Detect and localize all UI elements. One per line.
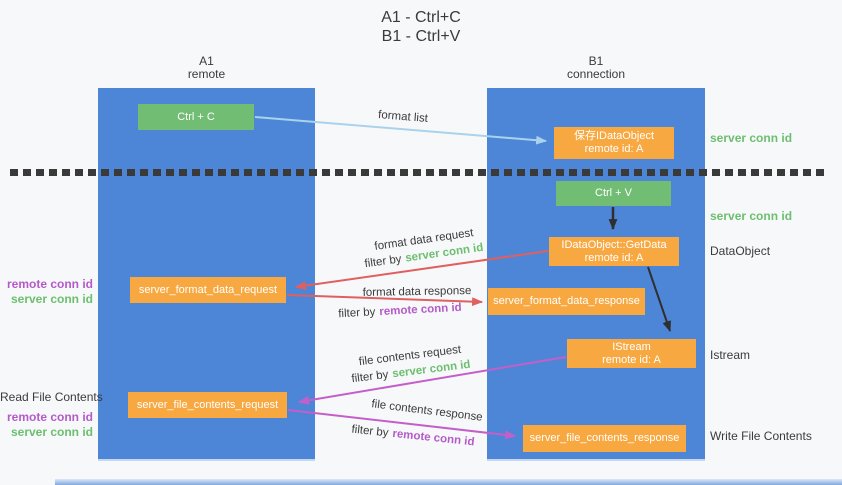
session-divider-dotted-line — [10, 169, 827, 176]
diagram-title: A1 - Ctrl+C B1 - Ctrl+V — [0, 8, 842, 46]
file-contents-response-text: file contents response — [370, 398, 484, 424]
server-file-contents-request-label: server_file_contents_request — [136, 398, 279, 411]
ctrl-c-label: Ctrl + C — [177, 110, 215, 123]
filter-by-text: filter by — [338, 306, 376, 321]
format-list-text: format list — [377, 109, 429, 125]
lane-b1-name: B1 — [588, 54, 604, 68]
server-file-contents-response-box: server_file_contents_response — [523, 425, 686, 452]
server-conn-id-label-left-bottom: server conn id — [10, 425, 93, 439]
conn-id-labels-bottom-left: remote conn id server conn id — [0, 410, 93, 440]
istream-line1: IStream — [612, 340, 651, 353]
lane-a1-name: A1 — [199, 54, 214, 68]
write-file-contents-label: Write File Contents — [710, 429, 812, 443]
server-format-data-response-label: server_format_data_response — [493, 295, 640, 307]
title-line-1: A1 - Ctrl+C — [381, 9, 461, 26]
lane-b1-subtitle: connection — [566, 67, 626, 81]
istream-line2: remote id: A — [602, 353, 661, 366]
title-line-2: B1 - Ctrl+V — [381, 28, 461, 45]
ctrl-v-label: Ctrl + V — [595, 187, 632, 199]
format-list-label: format list — [353, 106, 454, 128]
istream-box: IStream remote id: A — [567, 339, 696, 368]
server-conn-id-label-top-right: server conn id — [710, 131, 793, 145]
ctrl-c-box: Ctrl + C — [138, 104, 254, 130]
format-data-response-label: format data response — [347, 284, 487, 300]
idataobject-getdata-line2: remote id: A — [584, 251, 644, 264]
server-file-contents-response-label: server_file_contents_response — [529, 432, 680, 444]
istream-side-label: Istream — [710, 348, 751, 362]
remote-conn-id-text: remote conn id — [379, 301, 462, 319]
lane-header-b1: B1 connection — [487, 55, 705, 81]
file-contents-response-label: file contents response — [357, 396, 498, 427]
server-conn-id-label-left-top: server conn id — [10, 292, 93, 306]
idataobject-getdata-box: IDataObject::GetData remote id: A — [549, 237, 679, 266]
ctrl-v-box: Ctrl + V — [556, 181, 671, 206]
read-file-contents-label: Read File Contents — [0, 390, 103, 404]
remote-conn-id-label-left-bottom: remote conn id — [6, 410, 93, 424]
lane-a1-subtitle: remote — [187, 67, 226, 81]
save-idataobject-line1: 保存IDataObject — [573, 130, 655, 142]
format-data-response-text: format data response — [362, 285, 472, 299]
server-conn-id-label-mid-right: server conn id — [710, 209, 793, 223]
remote-conn-id-label-left-top: remote conn id — [6, 277, 93, 291]
save-idataobject-line2: remote id: A — [584, 143, 644, 155]
server-file-contents-request-box: server_file_contents_request — [128, 392, 287, 418]
dataobject-label: DataObject — [710, 244, 771, 258]
remote-conn-id-text: remote conn id — [391, 427, 476, 449]
filter-by-text: filter by — [350, 423, 390, 440]
server-format-data-request-box: server_format_data_request — [130, 277, 286, 303]
save-idataobject-box: 保存IDataObject remote id: A — [554, 127, 674, 159]
idataobject-getdata-line1: IDataObject::GetData — [561, 238, 667, 251]
conn-id-labels-top-left: remote conn id server conn id — [0, 277, 93, 307]
server-format-data-response-box: server_format_data_response — [488, 288, 645, 315]
filter-by-text: filter by — [350, 368, 390, 386]
lane-header-a1: A1 remote — [98, 55, 315, 81]
bottom-edge-strip — [55, 479, 842, 485]
server-format-data-request-label: server_format_data_request — [138, 283, 278, 296]
filter-by-text: filter by — [363, 253, 403, 271]
